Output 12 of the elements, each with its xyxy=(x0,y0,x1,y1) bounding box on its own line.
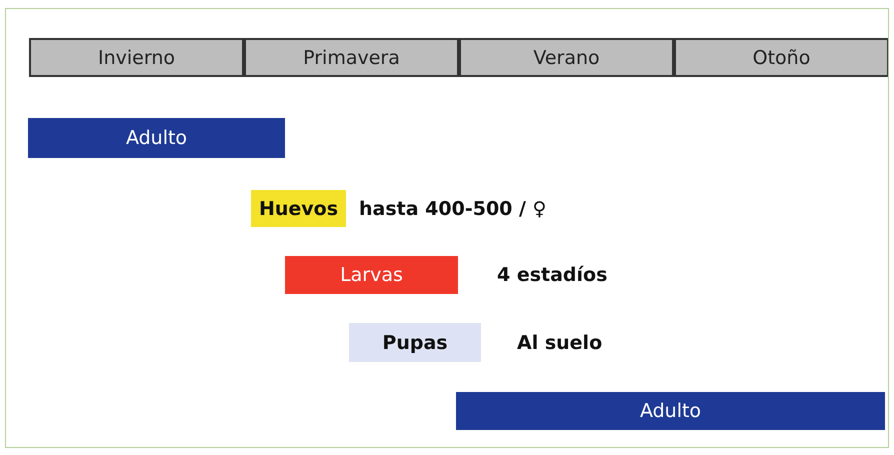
stage-bar: Larvas xyxy=(285,256,458,294)
season-header-cell: Primavera xyxy=(244,38,459,77)
season-header-cell: Verano xyxy=(459,38,674,77)
season-header-cell: Invierno xyxy=(29,38,244,77)
stage-bar: Huevos xyxy=(251,190,346,227)
stage-note: 4 estadíos xyxy=(497,264,608,286)
stage-bar: Pupas xyxy=(349,323,481,362)
stage-bar: Adulto xyxy=(456,392,885,430)
season-header-cell: Otoño xyxy=(674,38,888,77)
stage-note: Al suelo xyxy=(517,332,602,354)
stage-bar: Adulto xyxy=(28,118,285,158)
stage-note: hasta 400-500 / ♀ xyxy=(359,198,546,220)
